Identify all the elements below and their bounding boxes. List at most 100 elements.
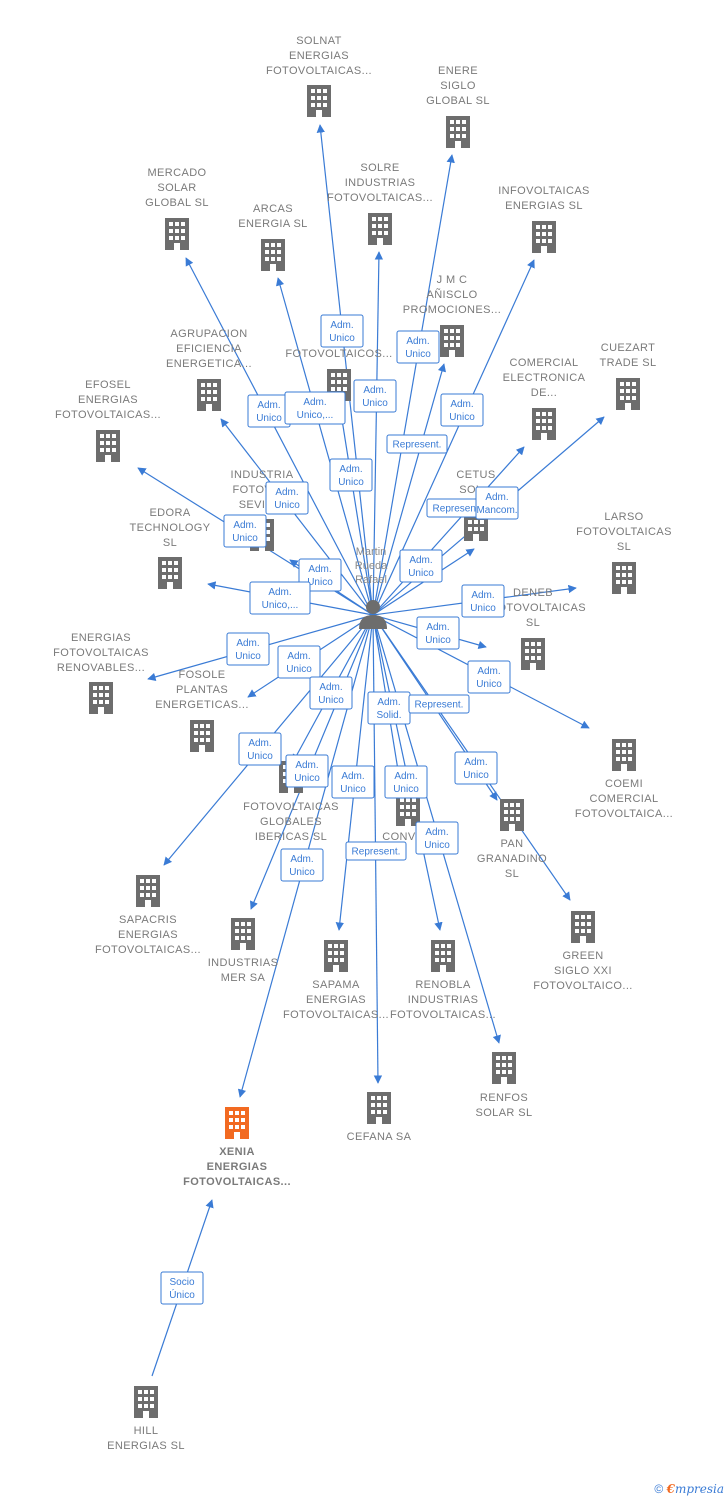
copyright-symbol: © (654, 1482, 664, 1496)
relation-label-pan[interactable]: Represent. (408, 694, 470, 714)
relation-label-deneb[interactable]: Adm.Unico (416, 616, 460, 650)
company-name: FOTOVOLTAICAS... (327, 192, 433, 204)
relation-label-edora[interactable]: Adm.Unico,... (249, 581, 311, 615)
company-name: CUEZART (601, 342, 656, 354)
building-icon (324, 940, 348, 972)
relation-label-energias_renov[interactable]: Adm.Unico (226, 632, 270, 666)
company-node-jmc[interactable]: J M CAÑISCLOPROMOCIONES... (403, 274, 502, 357)
company-name: SAPAMA (312, 979, 360, 991)
relation-label-text: Unico (289, 867, 315, 878)
company-node-fosole[interactable]: FOSOLEPLANTASENERGETICAS... (155, 669, 249, 752)
relation-label-solre[interactable]: Adm.Unico (353, 379, 397, 413)
company-name: PAN (500, 838, 523, 850)
building-icon (368, 213, 392, 245)
relation-label-xenia[interactable]: Adm.Unico (280, 848, 324, 882)
company-name: FOTOVOLTAICAS... (266, 65, 372, 77)
company-node-renobla[interactable]: RENOBLAINDUSTRIASFOTOVOLTAICAS... (390, 940, 496, 1021)
company-name: ELECTRONICA (503, 372, 586, 384)
company-name: COMERCIAL (510, 357, 579, 369)
relation-label-cuezart[interactable]: Adm.Mancom. (475, 486, 519, 520)
company-name: ENERGIAS SL (107, 1440, 185, 1452)
company-name: MER SA (221, 972, 266, 984)
building-icon (134, 1386, 158, 1418)
relation-label-text: Adm. (394, 771, 417, 782)
relation-label-text: Adm. (464, 757, 487, 768)
company-node-sapama[interactable]: SAPAMAENERGIASFOTOVOLTAICAS... (283, 940, 389, 1021)
company-node-solre[interactable]: SOLREINDUSTRIASFOTOVOLTAICAS... (327, 162, 433, 245)
relation-label-text: Mancom. (476, 505, 517, 516)
relation-label-text: Solid. (376, 710, 401, 721)
company-node-comercial[interactable]: COMERCIALELECTRONICADE... (503, 357, 586, 440)
relation-label-text: Adm. (268, 587, 291, 598)
relation-label-infovoltaicas[interactable]: Adm.Unico (440, 393, 484, 427)
relation-label-fotoglobales[interactable]: Adm.Unico (285, 754, 329, 788)
building-icon (197, 379, 221, 411)
relation-label-mer[interactable]: Adm.Unico (309, 676, 353, 710)
relation-label-efosel[interactable]: Adm.Unico (223, 514, 267, 548)
relation-label-sapacris[interactable]: Adm.Unico (238, 732, 282, 766)
building-icon (136, 875, 160, 907)
relation-label-text: Unico (307, 577, 333, 588)
edge-enere (372, 154, 455, 616)
relation-label-solnat[interactable]: Adm.Unico (320, 314, 364, 348)
relation-label-text: Adm. (426, 622, 449, 633)
relation-label-text: Unico (476, 679, 502, 690)
relation-label-renfos[interactable]: Adm.Unico (415, 821, 459, 855)
relation-label-conve[interactable]: Adm. Solid. (367, 691, 411, 725)
company-name: FOTOVOLTAICAS... (55, 409, 161, 421)
relation-label-jmc[interactable]: Represent. (386, 434, 448, 454)
relation-label-cefana[interactable]: Represent. (345, 841, 407, 861)
company-node-cefana[interactable]: CEFANA SA (347, 1092, 412, 1143)
relation-label-agrupacion[interactable]: Adm.Unico (265, 481, 309, 515)
company-node-xenia[interactable]: XENIAENERGIASFOTOVOLTAICAS... (183, 1107, 291, 1188)
company-name: FOSOLE (178, 669, 225, 681)
relation-label-text: Unico (463, 770, 489, 781)
company-name: EDORA (149, 507, 190, 519)
relation-label-text: Adm. (287, 651, 310, 662)
relation-label-larso[interactable]: Adm.Unico (461, 584, 505, 618)
company-node-sapacris[interactable]: SAPACRISENERGIASFOTOVOLTAICAS... (95, 875, 201, 956)
company-node-efosel[interactable]: EFOSELENERGIASFOTOVOLTAICAS... (55, 379, 161, 462)
relation-label-cetus[interactable]: Adm.Unico (399, 549, 443, 583)
relation-label-coemi[interactable]: Adm.Unico (467, 660, 511, 694)
company-name: SOLRE (360, 162, 399, 174)
relation-label-enere[interactable]: Adm.Unico (396, 330, 440, 364)
building-icon (158, 557, 182, 589)
relation-label-mercado[interactable]: Adm.Unico (247, 394, 291, 428)
company-node-energias_renov[interactable]: ENERGIASFOTOVOLTAICASRENOVABLES... (53, 632, 149, 714)
relation-label-esfera[interactable]: Adm.Unico (329, 458, 373, 492)
relation-label-green[interactable]: Adm. Unico (454, 751, 498, 785)
relation-label-renobla[interactable]: Adm.Unico (384, 765, 428, 799)
company-name: FOTOVOLTAICAS (53, 647, 149, 659)
relation-label-text: Adm. (339, 464, 362, 475)
company-name: AGRUPACION (170, 328, 247, 340)
relation-label-fosole[interactable]: Adm.Unico (277, 645, 321, 679)
company-node-agrupacion[interactable]: AGRUPACIONEFICIENCIAENERGETICA... (166, 328, 252, 411)
company-name: RENOVABLES... (57, 662, 145, 674)
relation-label-arcas[interactable]: Adm.Unico,... (284, 391, 346, 425)
company-node-coemi[interactable]: COEMICOMERCIALFOTOVOLTAICA... (575, 739, 673, 820)
relation-label-text: Unico (256, 413, 282, 424)
relation-label-text: Adm. (377, 697, 400, 708)
relation-label-sapama[interactable]: Adm.Unico (331, 765, 375, 799)
building-icon (307, 85, 331, 117)
relation-label-text: Represent. (415, 700, 464, 711)
relation-label-text: Adm. (233, 520, 256, 531)
company-node-solnat[interactable]: SOLNATENERGIASFOTOVOLTAICAS... (266, 35, 372, 117)
